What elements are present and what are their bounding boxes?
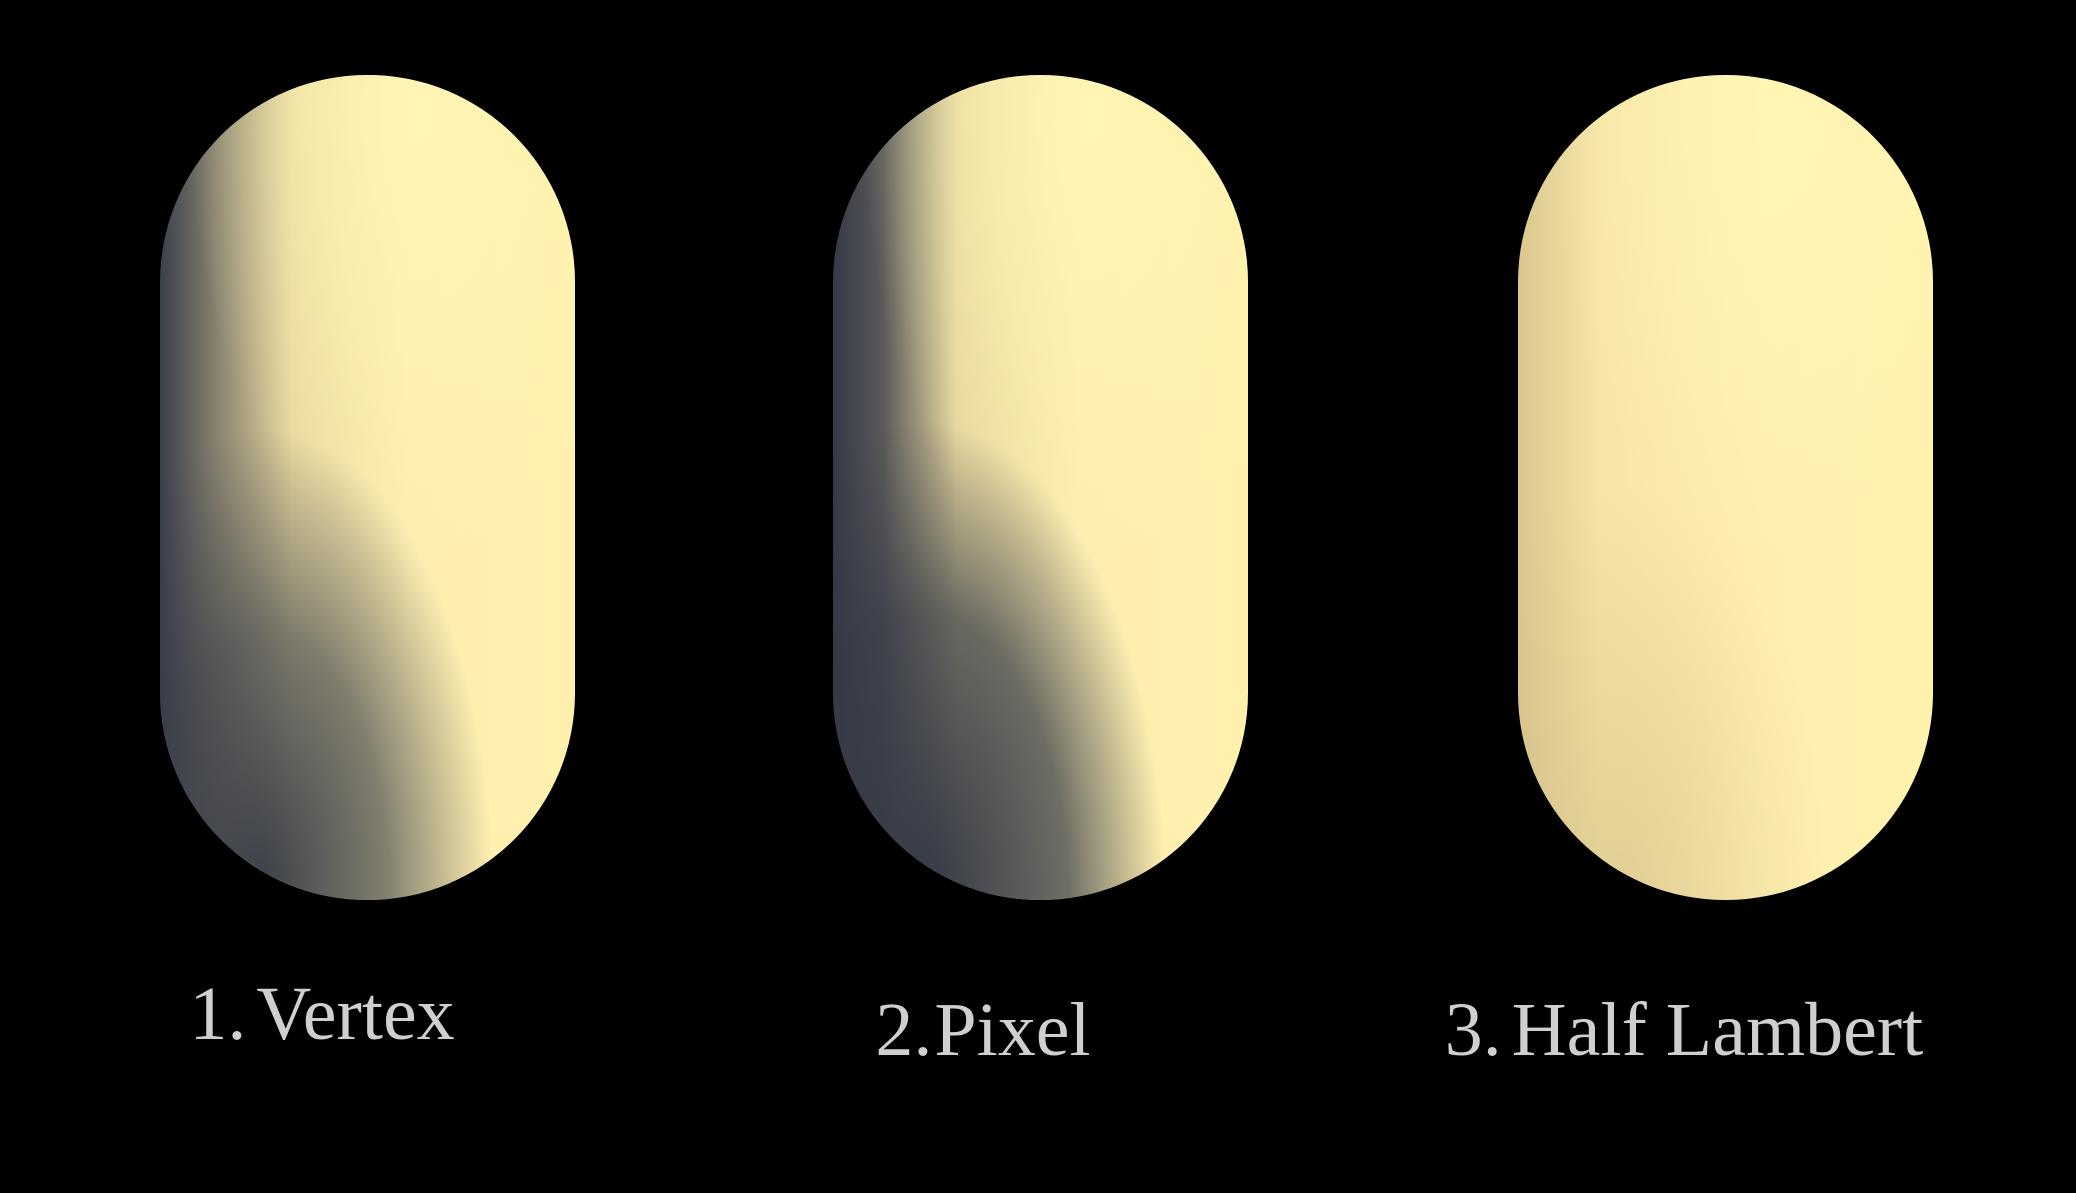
caption-half-lambert: 3.Half Lambert [1445, 992, 1923, 1068]
capsule-vertex [160, 75, 575, 900]
caption-vertex-number: 1. [189, 972, 247, 1056]
caption-pixel: 2.Pixel [875, 992, 1090, 1068]
caption-half-lambert-number: 3. [1444, 988, 1502, 1072]
capsule-half-lambert [1518, 75, 1933, 900]
caption-half-lambert-label: Half Lambert [1511, 988, 1924, 1072]
caption-vertex-label: Vertex [256, 972, 455, 1056]
caption-pixel-label: Pixel [934, 988, 1091, 1072]
caption-vertex: 1.Vertex [189, 976, 454, 1052]
caption-pixel-number: 2. [875, 988, 933, 1072]
capsule-pixel [833, 75, 1248, 900]
